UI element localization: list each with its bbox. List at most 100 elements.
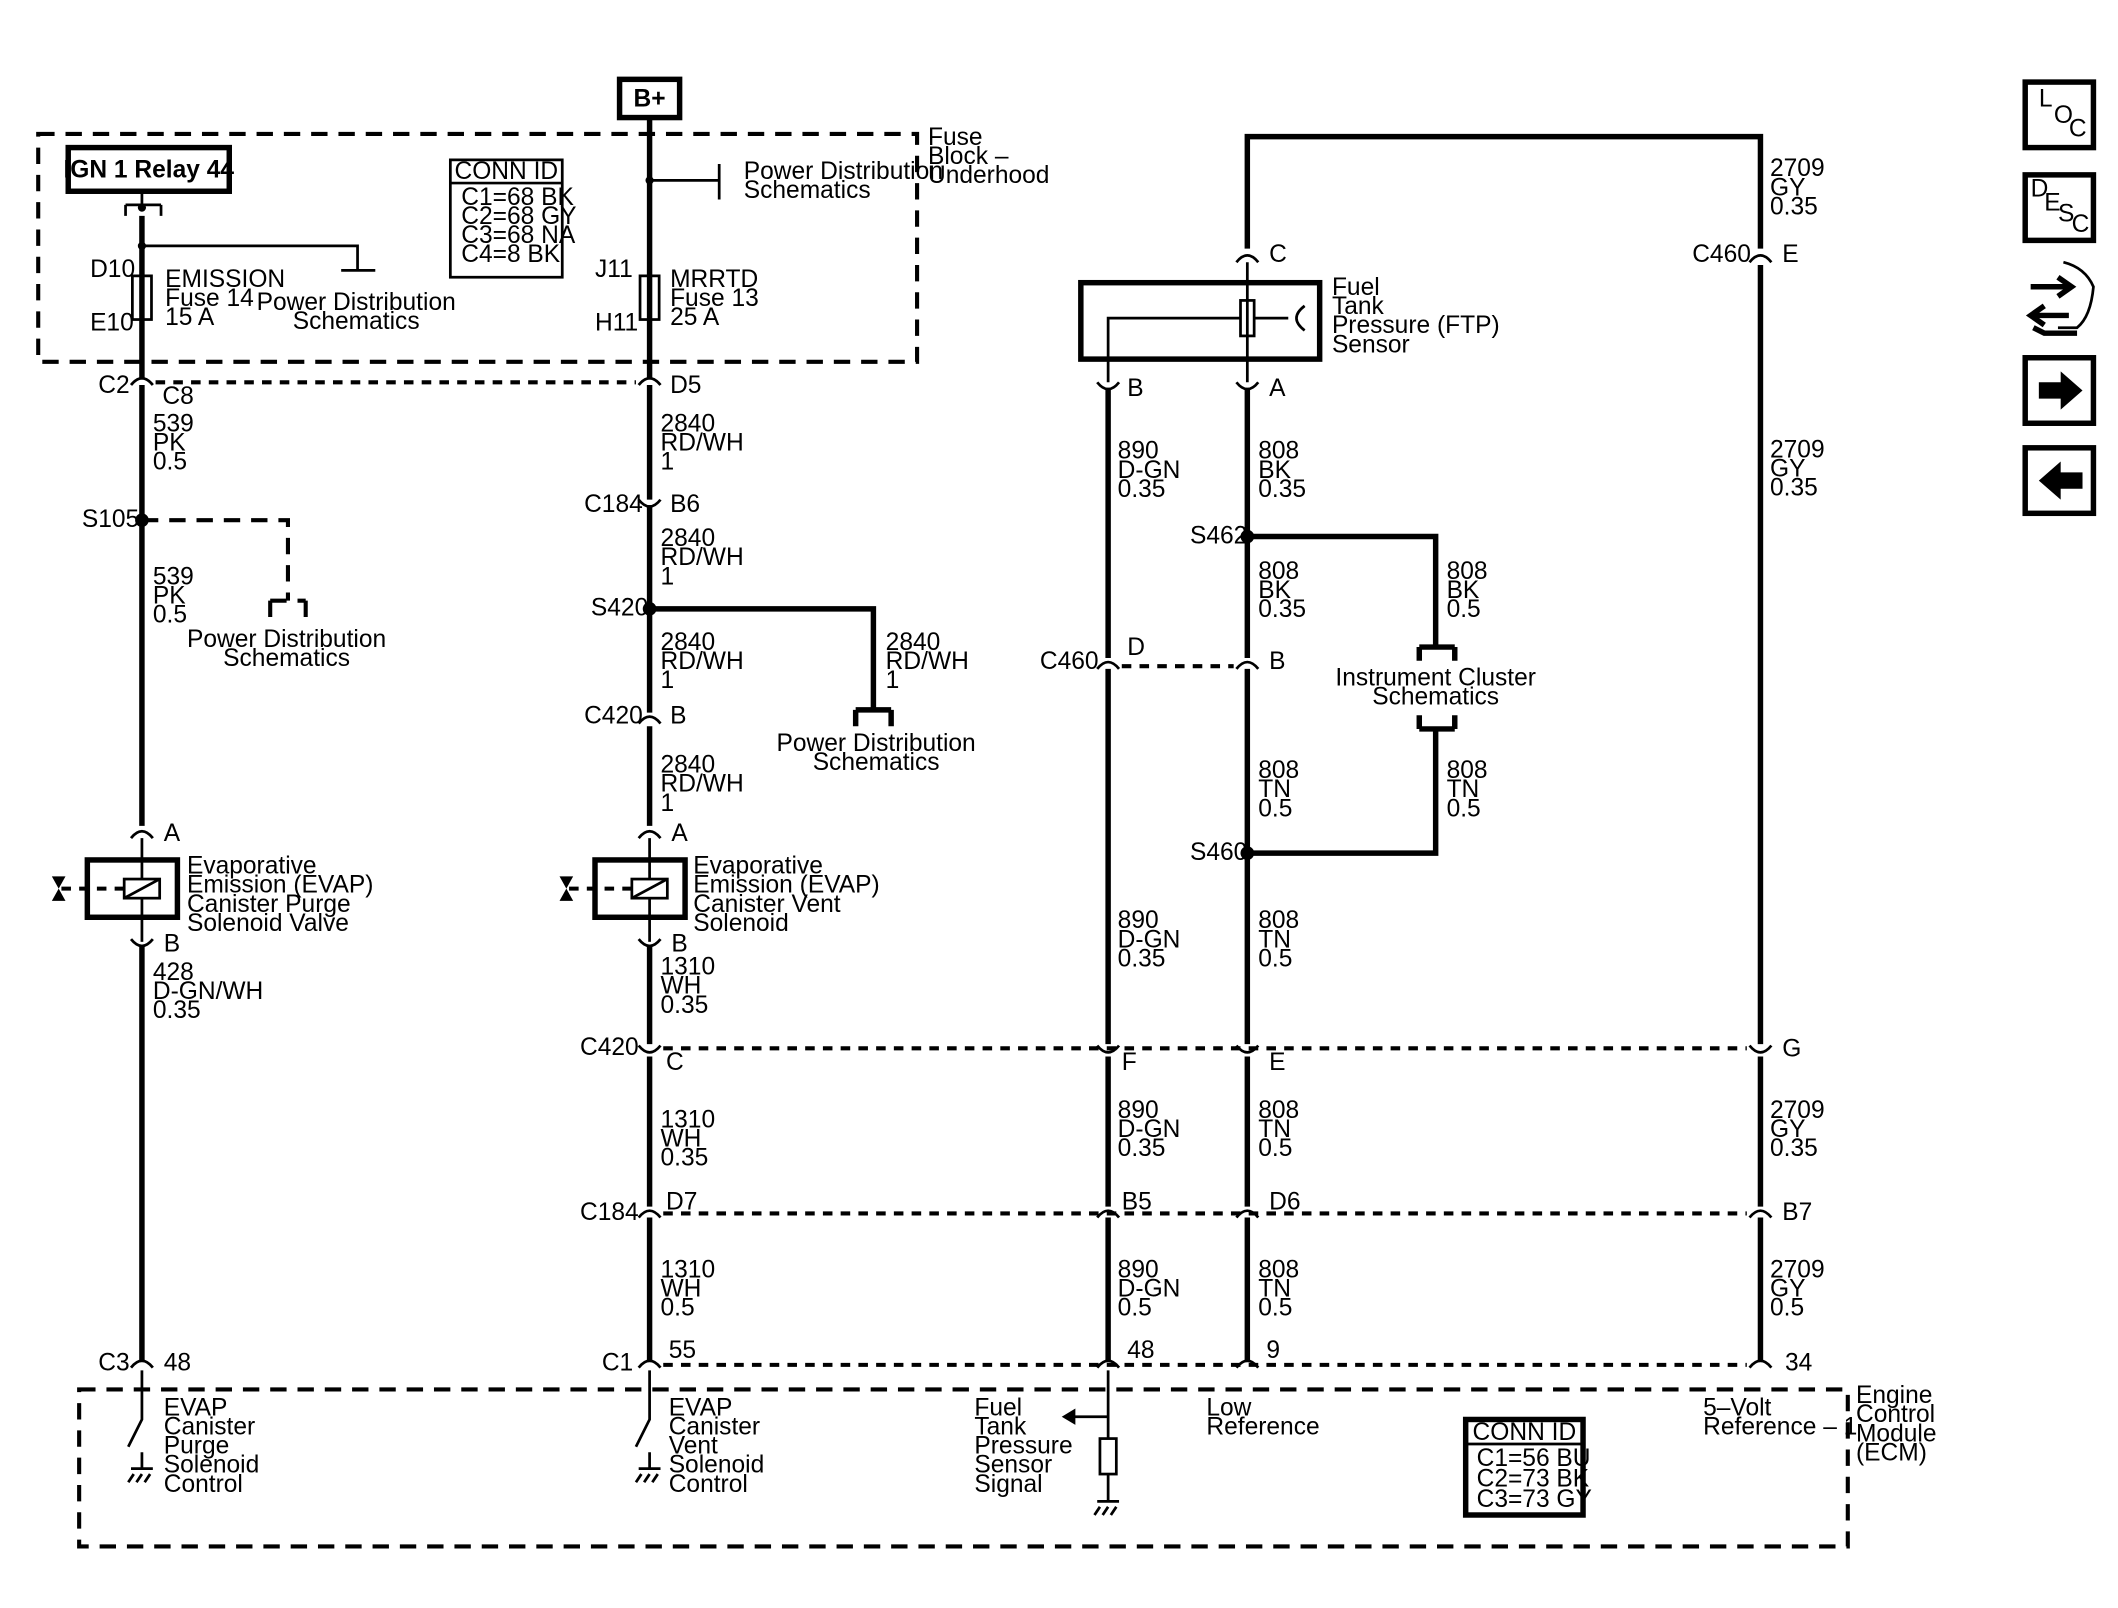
svg-text:Low: Low <box>1206 1394 1251 1421</box>
svg-text:D-GN: D-GN <box>1118 926 1181 953</box>
previous-arrow-icon[interactable] <box>2022 445 2097 517</box>
wire-label-808-branch: 808 BK 0.5 <box>1447 558 1488 623</box>
svg-text:2840: 2840 <box>661 525 716 552</box>
svg-text:TN: TN <box>1258 926 1291 953</box>
svg-text:D-GN: D-GN <box>1118 1116 1181 1143</box>
fuse-block-conn-id: CONN ID C1=68 BK C2=68 GY C3=68 NA C4=8 … <box>448 158 577 279</box>
svg-text:25 A: 25 A <box>670 304 720 331</box>
svg-text:BK: BK <box>1258 577 1291 604</box>
svg-text:TN: TN <box>1447 776 1480 803</box>
svg-text:GY: GY <box>1770 174 1805 201</box>
svg-text:C8: C8 <box>162 383 193 410</box>
svg-text:1: 1 <box>661 667 675 694</box>
svg-text:S462: S462 <box>1190 522 1247 549</box>
svg-text:BK: BK <box>1258 457 1291 484</box>
svg-text:890: 890 <box>1118 438 1159 465</box>
svg-text:Power Distribution: Power Distribution <box>777 730 976 757</box>
svg-text:0.35: 0.35 <box>1118 945 1166 972</box>
svg-text:L: L <box>2039 86 2053 113</box>
location-button[interactable]: L O C <box>2022 79 2097 151</box>
svg-text:890: 890 <box>1118 907 1159 934</box>
wire-label-2709-a: 2709 GY 0.35 <box>1770 155 1825 220</box>
svg-text:Canister: Canister <box>164 1413 255 1440</box>
svg-text:Solenoid: Solenoid <box>669 1452 765 1479</box>
svg-text:Fuse 13: Fuse 13 <box>670 285 759 312</box>
svg-text:D5: D5 <box>670 372 701 399</box>
svg-text:Emission (EVAP): Emission (EVAP) <box>693 872 879 899</box>
svg-text:808: 808 <box>1258 1097 1299 1124</box>
pds-ref-fuse14: Power Distribution Schematics <box>257 289 456 335</box>
svg-text:H11: H11 <box>595 309 638 336</box>
svg-text:C420: C420 <box>580 1034 639 1061</box>
svg-text:Pressure: Pressure <box>974 1433 1072 1460</box>
svg-text:B: B <box>1269 648 1285 675</box>
svg-text:C2=68 GY: C2=68 GY <box>461 203 576 230</box>
svg-text:B: B <box>670 702 686 729</box>
svg-text:808: 808 <box>1447 757 1488 784</box>
svg-text:0.35: 0.35 <box>1770 1135 1818 1162</box>
svg-text:Fuel: Fuel <box>974 1394 1022 1421</box>
svg-text:D-GN: D-GN <box>1118 1276 1181 1303</box>
svg-text:Control: Control <box>1856 1401 1935 1428</box>
svg-text:55: 55 <box>669 1337 696 1364</box>
svg-text:539: 539 <box>153 410 194 437</box>
wire-label-2709-d: 2709 GY 0.5 <box>1770 1257 1825 1322</box>
wire-label-890-b: 890 D-GN 0.35 <box>1118 907 1181 972</box>
svg-text:1: 1 <box>661 449 675 476</box>
svg-text:TN: TN <box>1258 1276 1291 1303</box>
svg-text:Block –: Block – <box>928 143 1009 170</box>
svg-text:0.5: 0.5 <box>1118 1295 1152 1322</box>
svg-text:Reference – 1: Reference – 1 <box>1703 1413 1857 1440</box>
svg-text:C4=8 BK: C4=8 BK <box>461 241 561 268</box>
pds-ref-s420: Power Distribution Schematics <box>777 730 976 776</box>
svg-text:C2=73 BK: C2=73 BK <box>1477 1465 1590 1492</box>
fuse-14: D10 E10 EMISSION Fuse 14 15 A <box>90 256 285 336</box>
fuse-block-title: Fuse Block – Underhood <box>928 124 1049 189</box>
ecm-5v-reference: 5–Volt Reference – 1 <box>1703 1394 1857 1440</box>
connector-c460-b: B <box>1235 648 1286 675</box>
svg-text:WH: WH <box>661 1126 702 1153</box>
svg-text:2709: 2709 <box>1770 155 1825 182</box>
wire-label-808-a: 808 BK 0.35 <box>1258 438 1306 503</box>
description-button[interactable]: D E S C <box>2022 172 2097 244</box>
svg-text:A: A <box>164 820 181 847</box>
svg-text:C: C <box>666 1049 684 1076</box>
svg-text:0.5: 0.5 <box>661 1295 695 1322</box>
svg-text:G: G <box>1782 1035 1801 1062</box>
svg-text:Fuse: Fuse <box>928 124 983 151</box>
pds-ref-s105: Power Distribution Schematics <box>187 626 386 672</box>
svg-text:Schematics: Schematics <box>223 645 350 672</box>
ecm-conn-id: CONN ID C1=56 BU C2=73 BK C3=73 GY <box>1462 1416 1592 1518</box>
b-plus-source: B+ <box>616 76 683 121</box>
svg-text:Vent: Vent <box>669 1433 718 1460</box>
svg-text:RD/WH: RD/WH <box>661 771 744 798</box>
svg-text:0.35: 0.35 <box>1770 193 1818 220</box>
svg-text:RD/WH: RD/WH <box>661 544 744 571</box>
wire-label-539-a: 539 PK 0.5 <box>153 410 194 475</box>
svg-text:B+: B+ <box>634 86 666 113</box>
connector-row-ecm: C3 48 C1 55 48 9 34 <box>98 1337 1812 1376</box>
svg-text:0.5: 0.5 <box>153 449 187 476</box>
svg-text:Sensor: Sensor <box>1332 331 1410 358</box>
svg-text:Solenoid Valve: Solenoid Valve <box>187 910 349 937</box>
svg-text:RD/WH: RD/WH <box>661 648 744 675</box>
svg-text:C3: C3 <box>98 1349 129 1376</box>
svg-text:F: F <box>1122 1049 1137 1076</box>
wire-label-808-d: 808 TN 0.5 <box>1258 907 1299 972</box>
next-arrow-icon[interactable] <box>2022 355 2097 426</box>
svg-text:S: S <box>2058 200 2074 227</box>
wire-label-2840-a: 2840 RD/WH 1 <box>661 410 744 475</box>
wire-label-1310-c: 1310 WH 0.5 <box>661 1257 716 1322</box>
connector-c460-d: C460 D <box>1040 634 1145 675</box>
svg-text:Underhood: Underhood <box>928 162 1049 189</box>
repair-hand-icon[interactable] <box>2025 260 2095 336</box>
svg-text:0.5: 0.5 <box>153 601 187 628</box>
svg-text:S460: S460 <box>1190 839 1247 866</box>
svg-text:WH: WH <box>661 973 702 1000</box>
svg-text:0.5: 0.5 <box>1258 945 1292 972</box>
svg-text:EMISSION: EMISSION <box>165 266 285 293</box>
svg-text:C: C <box>2069 116 2087 143</box>
svg-text:0.5: 0.5 <box>1770 1295 1804 1322</box>
svg-text:428: 428 <box>153 959 194 986</box>
svg-text:BK: BK <box>1447 577 1480 604</box>
